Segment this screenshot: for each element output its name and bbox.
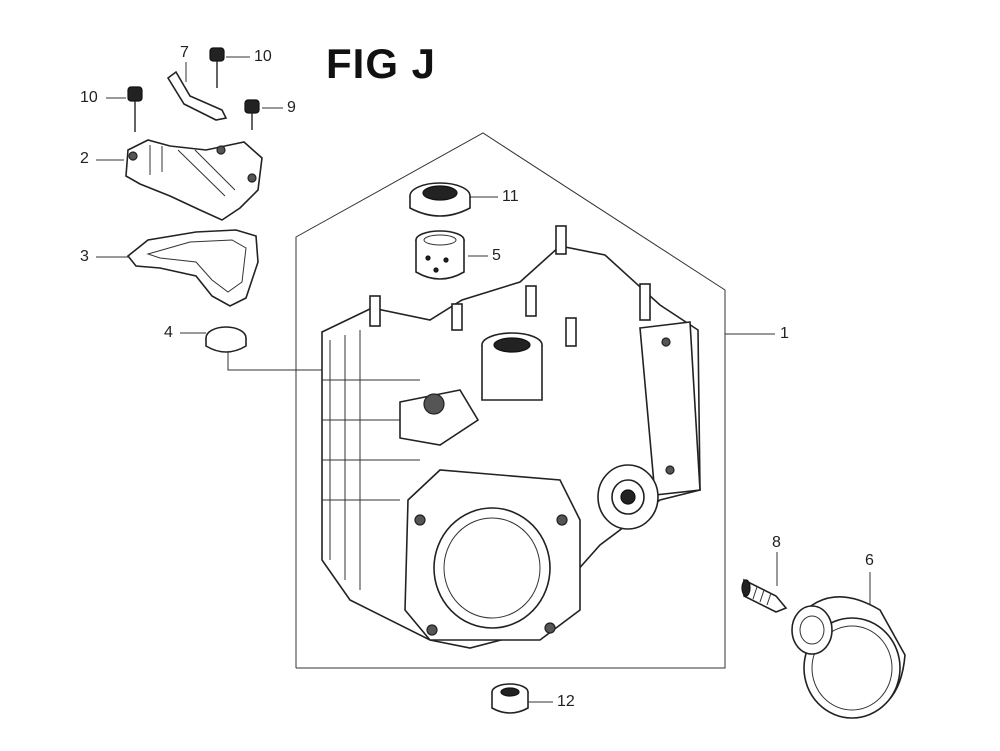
callout-11: 11 — [502, 188, 519, 205]
callout-3: 3 — [80, 248, 89, 265]
cap-12-icon — [491, 683, 529, 714]
callout-5: 5 — [492, 247, 501, 264]
plug-4-icon — [205, 326, 247, 353]
callout-12: 12 — [557, 693, 575, 710]
oil-filter-6-icon — [791, 596, 906, 719]
threaded-joint-8-icon — [741, 578, 788, 613]
bushing-5-icon — [415, 230, 465, 280]
oil-seal-11-icon — [409, 182, 471, 217]
bracket-7-icon — [166, 70, 228, 121]
callout-1: 1 — [780, 325, 789, 342]
callout-4: 4 — [164, 324, 173, 341]
bolt-9-icon — [244, 99, 260, 130]
callout-10a: 10 — [80, 89, 98, 106]
callout-7: 7 — [180, 44, 189, 61]
callout-2: 2 — [80, 150, 89, 167]
callout-6: 6 — [865, 552, 874, 569]
callout-8: 8 — [772, 534, 781, 551]
callout-10b: 10 — [254, 48, 272, 65]
figure-title: FIG J — [326, 40, 437, 87]
bolt-10b-icon — [209, 47, 225, 88]
bolt-10a-icon — [127, 86, 143, 132]
gasket-3-icon — [126, 229, 259, 307]
assembly-outline — [295, 132, 726, 669]
crankcase-1-icon — [321, 225, 701, 649]
callout-9: 9 — [287, 99, 296, 116]
breather-cover-2-icon — [125, 139, 263, 221]
